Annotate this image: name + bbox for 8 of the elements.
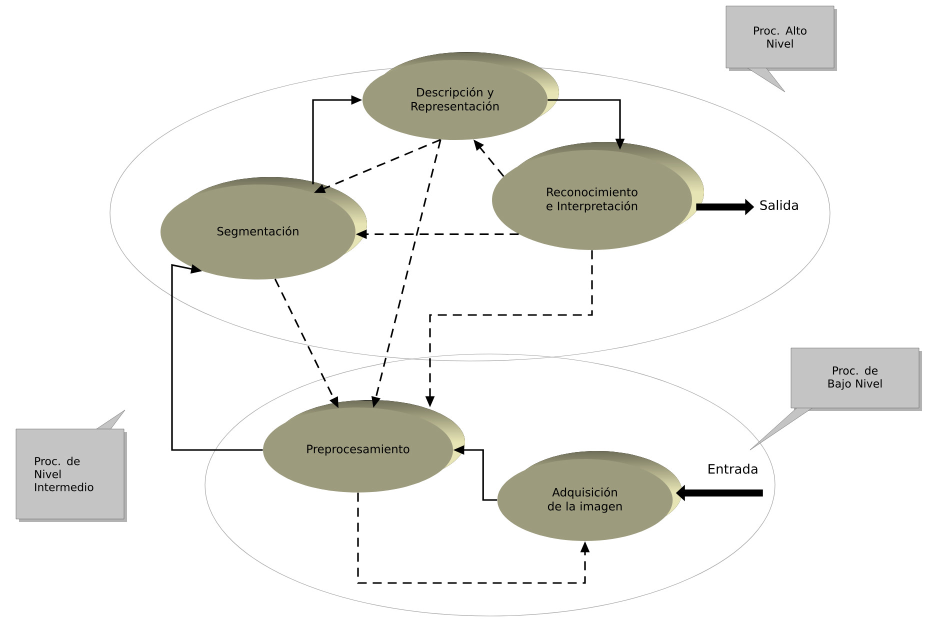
arrow bbox=[171, 264, 263, 451]
callout-box: Proc. de Nivel Intermedio bbox=[16, 410, 127, 522]
region-ellipse bbox=[204, 354, 776, 616]
callout-box: Proc. Alto Nivel bbox=[726, 6, 837, 92]
edge-label: Salida bbox=[760, 200, 798, 210]
region-ellipse bbox=[110, 64, 830, 362]
edge-label: Entrada bbox=[708, 464, 758, 474]
callout-box: Proc. de Bajo Nivel bbox=[750, 348, 922, 450]
